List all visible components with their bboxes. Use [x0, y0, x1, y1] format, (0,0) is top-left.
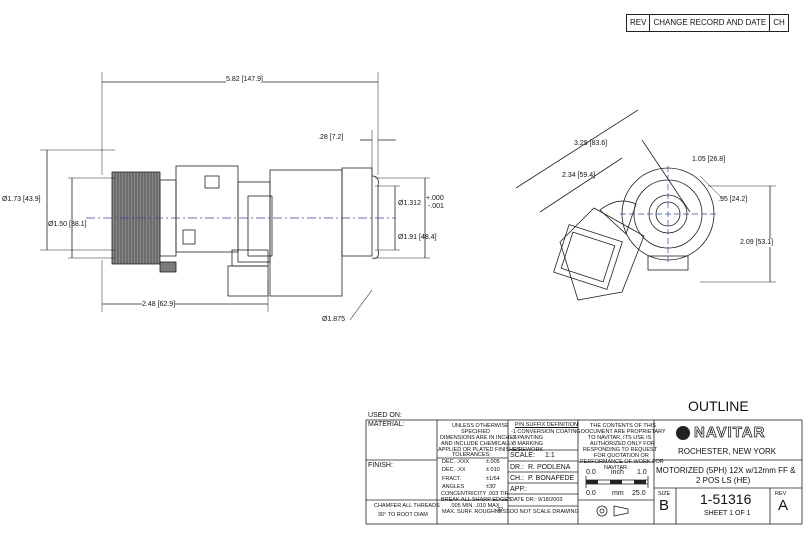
tol-val-1: ±.010 — [486, 467, 500, 473]
date-drawn-label: DATE DR.: — [510, 497, 537, 503]
dim-dia-173: Ø1.73 [43.9] — [2, 196, 41, 203]
tol-key-1: DEC. .XX — [442, 467, 466, 473]
drawing-type-title: OUTLINE — [688, 398, 749, 414]
scale-value: 1:1 — [545, 452, 555, 459]
do-not-scale-note: DO NOT SCALE DRAWING — [510, 509, 579, 515]
proprietary-line-5: RESPONDING TO REQUEST — [583, 447, 658, 453]
scale-label: SCALE: — [510, 452, 535, 459]
rev-header-change: CHANGE RECORD AND DATE — [650, 15, 771, 31]
pn-suffix-title: P/N SUFFIX DEFINITION — [515, 422, 578, 428]
rev-header-ch: CH — [773, 18, 785, 27]
tolerances-label: TOLERANCES: — [452, 452, 491, 458]
inch-scale-unit: inch — [611, 469, 624, 476]
dim-end-105: 1.05 [26.8] — [692, 156, 726, 163]
dim-end-209: 2.09 [53.1] — [740, 239, 774, 247]
proprietary-line-3: TO NAVITAR, ITS USE IS — [588, 435, 652, 441]
tol-key-2: FRACT. — [442, 476, 462, 482]
chamfer-note-2: 30° TO ROOT DIAM — [378, 512, 428, 518]
tol-key-3: ANGLES — [442, 484, 465, 490]
dim-dia-150: Ø1.50 [38.1] — [48, 221, 87, 228]
logo-mark-icon — [676, 426, 690, 440]
drawn-by-value: R. PODLENA — [528, 464, 571, 471]
proprietary-line-7: PERFORMANCE OF WORK FOR — [580, 459, 664, 465]
revision-header: REV CHANGE RECORD AND DATE CH — [626, 14, 789, 32]
approved-label: APP.: — [510, 486, 527, 493]
part-description-2: 2 POS LS (HE) — [696, 476, 751, 485]
surface-value: 32 — [497, 507, 504, 513]
inch-scale-one: 1.0 — [637, 469, 647, 476]
used-on-label: USED ON: — [368, 412, 402, 419]
dim-end-329: 3.29 [83.6] — [574, 140, 608, 147]
break-edges-note: BREAK ALL SHARP EDGES — [441, 497, 512, 503]
sheet-number: SHEET 1 OF 1 — [704, 510, 751, 517]
proprietary-line-4: AUTHORIZED ONLY FOR — [590, 441, 655, 447]
concentricity-note: CONCENTRICITY .003 TIR — [441, 491, 509, 497]
dim-overall-length: 5.82 [147.9] — [226, 76, 263, 84]
checked-by-label: CH.: — [510, 475, 524, 482]
inch-scale-zero: 0.0 — [586, 469, 596, 476]
tol-val-2: ±1/64 — [486, 476, 500, 482]
dim-len-248: 2.48 [62.9] — [142, 301, 176, 309]
dim-flange: .28 [7.2] — [318, 134, 344, 141]
unless-line-1: UNLESS OTHERWISE — [452, 423, 509, 429]
proprietary-line-1: THE CONTENTS OF THIS — [590, 423, 656, 429]
proprietary-line-6: FOR QUOTATION OR — [594, 453, 649, 459]
break-spec-note: .005 MIN. .010 MAX — [450, 503, 500, 509]
rev-header-rev: REV — [627, 15, 651, 31]
part-number: 1-51316 — [700, 491, 752, 507]
mm-scale-zero: 0.0 — [586, 490, 596, 497]
size-label: SIZE — [658, 491, 671, 497]
date-drawn-value: 9/18/2003 — [538, 497, 563, 503]
dim-tol-plus: +.000 — [426, 195, 444, 202]
dim-tol-minus: -.001 — [428, 203, 444, 210]
tol-key-0: DEC. .XXX — [442, 459, 470, 465]
proprietary-line-8: NAVITAR — [604, 465, 628, 471]
mm-scale-unit: mm — [612, 490, 624, 497]
unless-line-2: SPECIFIED — [461, 429, 491, 435]
material-label: MATERIAL: — [368, 421, 405, 428]
pn-row-2: -2 PAINTING — [511, 435, 543, 441]
pn-row-1: -1 CONVERSION COATING — [511, 429, 581, 435]
rev-label: REV — [775, 491, 787, 497]
dim-end-234: 2.34 [59.4] — [562, 172, 596, 179]
dim-end-095: .95 [24.2] — [718, 196, 748, 203]
dim-dia-191: Ø1.91 [48.4] — [398, 234, 437, 241]
drawn-by-label: DR.: — [510, 464, 524, 471]
unless-line-5: APPLIED OR PLATED FINISHES — [438, 447, 521, 453]
finish-label: FINISH: — [368, 462, 393, 469]
proprietary-line-2: DOCUMENT ARE PROPRIETARY — [581, 429, 666, 435]
mm-scale-25: 25.0 — [632, 490, 646, 497]
part-description-1: MOTORIZED (5PH) 12X w/12mm FF & — [656, 466, 796, 475]
dim-dia-1875: Ø1.875 — [322, 316, 345, 323]
pn-row-4: -R REWORK — [511, 447, 544, 453]
unless-line-4: AND INCLUDE CHEMICALLY — [441, 441, 515, 447]
size-value: B — [659, 497, 670, 514]
company-location: ROCHESTER, NEW YORK — [678, 447, 777, 456]
rev-value: A — [778, 497, 789, 514]
dim-dia-1312: Ø1.312 — [398, 200, 421, 207]
company-logo-text: NAVITAR — [694, 424, 766, 442]
navitar-logo: NAVITAR — [676, 424, 786, 442]
unless-line-3: DIMENSIONS ARE IN INCHES — [440, 435, 517, 441]
tol-val-0: ±.005 — [486, 459, 500, 465]
tol-val-3: ±30' — [486, 484, 497, 490]
surface-note: MAX. SURF. ROUGHNESS — [442, 509, 510, 515]
checked-by-value: P. BONAFEDE — [528, 475, 575, 482]
pn-row-3: -3 MARKING — [511, 441, 544, 447]
chamfer-note-1: CHAMFER ALL THREADS — [374, 503, 440, 509]
